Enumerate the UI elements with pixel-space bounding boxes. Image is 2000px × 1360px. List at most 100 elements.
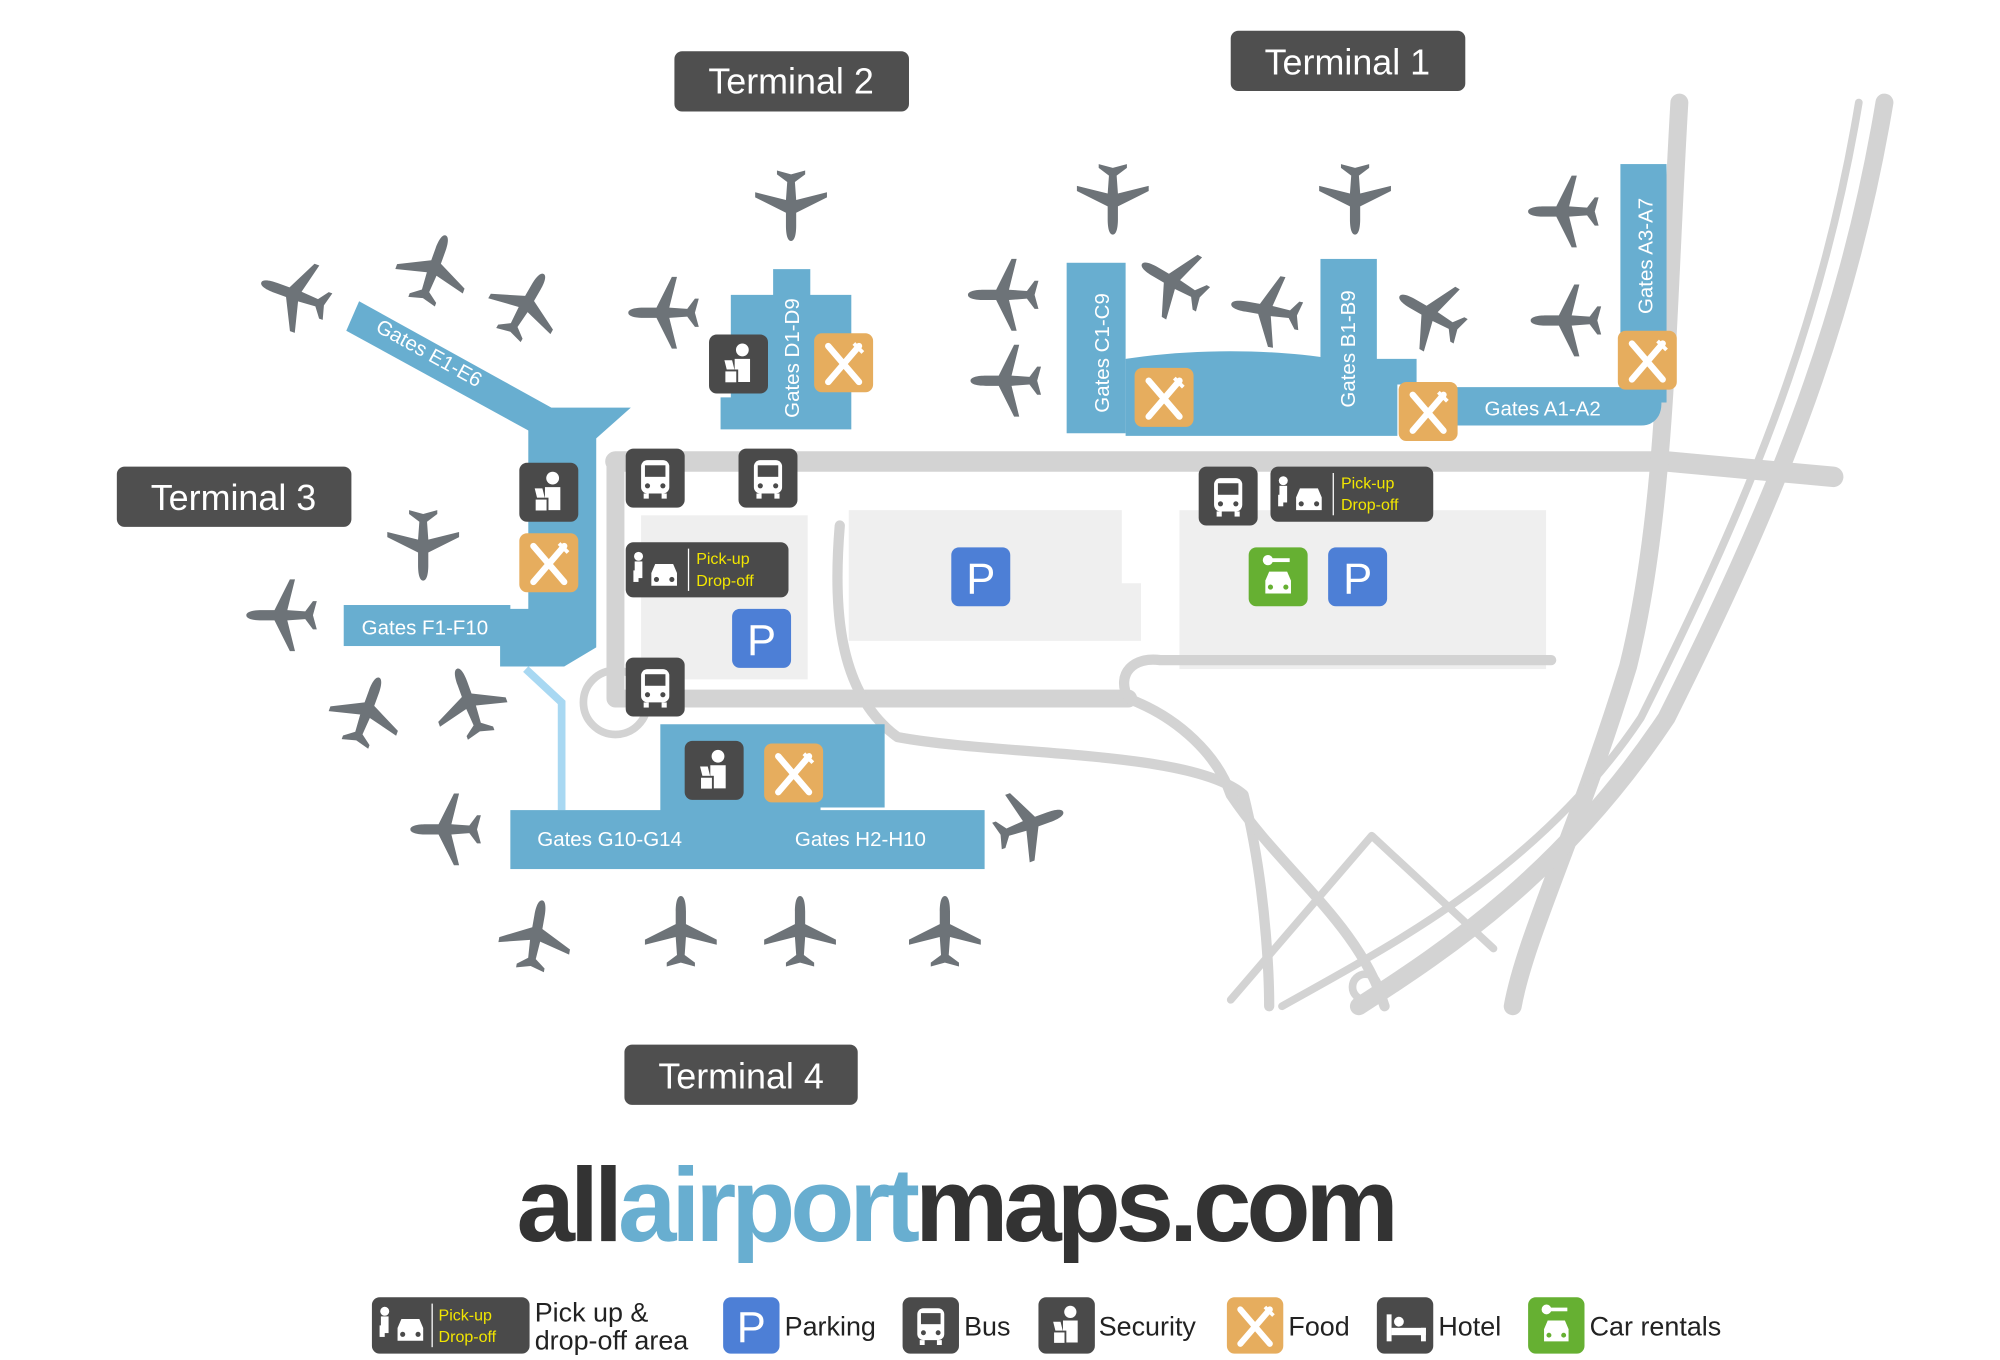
road [1226,831,1498,1004]
airplane-icon [387,510,460,581]
food-icon[interactable] [1398,381,1458,441]
airplane-icon [1225,268,1307,352]
airplane-icon [1076,164,1149,235]
terminal-4-text: Terminal 4 [658,1056,823,1096]
legend-pickup-icon: Pick-up Drop-off [371,1297,530,1354]
gate-label-a3-a7: Gates A3-A7 [1634,198,1657,314]
gate-label-g10-g14: Gates G10-G14 [537,828,682,851]
road [1349,93,1894,1016]
terminal-2-text: Terminal 2 [708,62,873,102]
airplane-icon [970,344,1042,417]
car-rental-icon[interactable] [1248,547,1308,607]
legend-bus-label: Bus [964,1312,1010,1342]
gate-label-f1-f10: Gates F1-F10 [362,616,488,639]
terminal-3-label: Terminal 3 [116,466,352,527]
parking-icon[interactable]: P [951,547,1011,607]
airplane-icon [1528,175,1599,248]
legend-security-icon [1038,1297,1095,1354]
legend-pickup-badge-line2: Drop-off [439,1328,497,1346]
security-icon[interactable] [684,740,744,800]
parking-letter: P [1343,555,1372,603]
legend-food-icon [1226,1297,1284,1354]
terminal-1-label: Terminal 1 [1230,30,1466,92]
terminal-3-text: Terminal 3 [151,478,316,518]
road [1503,93,1689,1016]
dropoff-label: Drop-off [1341,496,1399,514]
airplane-icon [321,665,413,757]
airplane-icon [1381,265,1479,363]
airplane-icon [477,256,575,353]
parking-letter: P [966,555,995,603]
gate-label-d1-d9: Gates D1-D9 [781,298,804,418]
bus-icon[interactable] [625,657,685,717]
security-icon[interactable] [709,334,768,394]
airplane-icon [1319,164,1391,235]
bus-icon[interactable] [1198,466,1258,526]
terminal-4-label: Terminal 4 [624,1044,858,1105]
parking-letter: P [747,617,776,665]
airplane-icon [984,778,1076,870]
legend-pickup-label-2: drop-off area [535,1326,689,1356]
legend-hotel-icon [1376,1297,1434,1354]
logo-part-all: all [517,1147,618,1264]
map-icons: P P P Pick-up Drop-off Pick-up Drop-off [519,330,1677,803]
legend-parking-label: Parking [785,1312,876,1342]
pier-f [343,605,511,647]
pier-e [346,301,552,434]
terminal-2-label: Terminal 2 [674,51,909,112]
pier-a1-a2 [1403,387,1662,426]
roads [579,93,1894,1016]
legend-car-rentals-label: Car rentals [1590,1312,1722,1342]
logo-part-airport: airport [618,1147,919,1264]
road [1348,970,1382,1004]
bus-icon[interactable] [738,448,798,508]
airplane-icon [967,258,1039,331]
airplane-icon [246,579,317,652]
gate-label-c1-c9: Gates C1-C9 [1091,293,1114,413]
parking-icon[interactable]: P [732,608,792,668]
security-icon[interactable] [519,462,579,522]
legend-hotel-label: Hotel [1438,1312,1501,1342]
food-icon[interactable] [519,533,579,593]
road [1119,654,1557,704]
pier-c [1066,262,1126,434]
airplane-icon [249,248,340,341]
airplane-icon [387,223,480,314]
airplane-icon [644,895,717,967]
legend-car-rental-icon [1528,1297,1585,1354]
legend-pickup-badge-line1: Pick-up [439,1306,492,1324]
food-icon[interactable] [1617,330,1677,390]
food-icon[interactable] [764,743,824,803]
pier-g-h [510,810,985,870]
logo-part-maps: maps.com [915,1147,1394,1264]
pickup-label: Pick-up [1341,474,1394,492]
connector-walkway [523,666,566,811]
legend-parking-icon: P [723,1297,780,1354]
airplane-icon [410,793,481,866]
airplane-icon [1124,232,1221,331]
terminal-1-text: Terminal 1 [1265,42,1430,82]
pickup-dropoff-badge[interactable]: Pick-up Drop-off [1270,466,1434,522]
airplane-icon [755,170,827,241]
airplane-icon [764,895,836,967]
road [1278,98,1863,1011]
airplane-icon [908,895,981,967]
airplane-icon [494,894,578,977]
airplane-icon [423,656,515,748]
road [606,452,1138,708]
road [832,520,1275,1012]
gate-label-b1-b9: Gates B1-B9 [1337,290,1360,407]
legend-pickup-label-1: Pick up & [535,1298,649,1328]
legend-bus-icon [902,1297,959,1354]
legend-security-label: Security [1099,1312,1197,1342]
parking-icon[interactable]: P [1328,547,1388,607]
legend-parking-letter: P [737,1304,766,1352]
food-icon[interactable] [1134,367,1194,427]
pier-b [1320,258,1377,375]
dropoff-label: Drop-off [696,572,754,590]
food-icon[interactable] [814,333,874,393]
pickup-dropoff-badge[interactable]: Pick-up Drop-off [625,542,789,598]
bus-icon[interactable] [625,448,685,508]
legend-food-label: Food [1288,1312,1349,1342]
